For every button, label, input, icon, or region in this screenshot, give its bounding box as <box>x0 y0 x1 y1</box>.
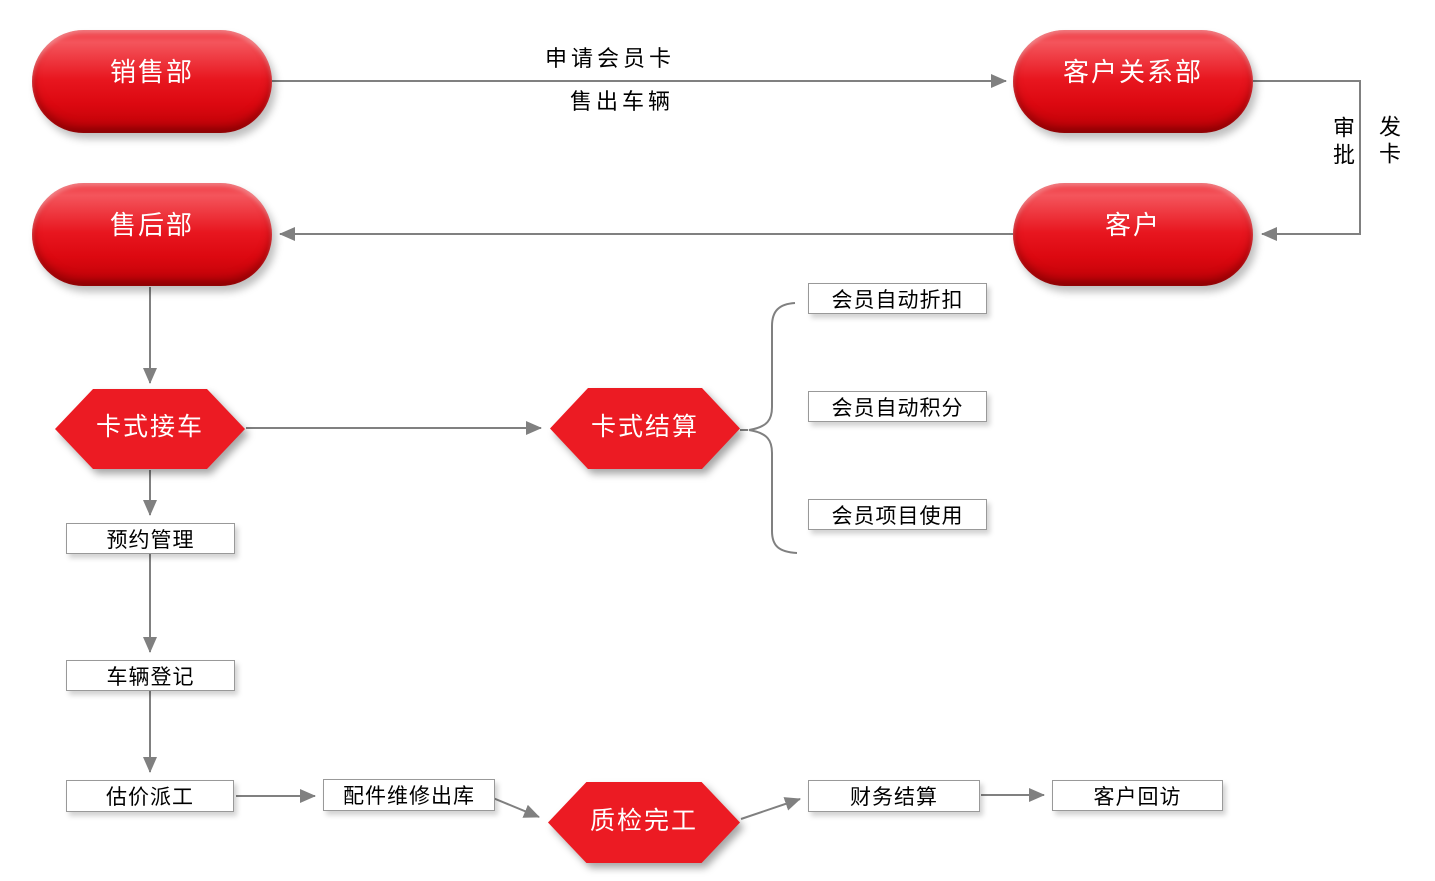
node-customer-label: 客户 <box>1104 211 1161 241</box>
node-card-settlement-shape: 卡式结算 <box>550 388 740 469</box>
node-card-reception-shape: 卡式接车 <box>55 389 245 469</box>
node-customer-followup: 客户回访 <box>1052 780 1223 811</box>
brace-card-settlement-benefits <box>748 302 798 554</box>
node-quality-check-done-label: 质检完工 <box>589 805 698 835</box>
edge-label-approve: 审批 <box>1329 116 1354 170</box>
edge-label-issue-card: 发卡 <box>1375 115 1400 169</box>
node-customer-relations-dept: 客户关系部 <box>1013 30 1253 133</box>
node-card-settlement: 卡式结算 <box>550 388 740 469</box>
node-customer: 客户 <box>1013 183 1253 286</box>
node-after-sales-dept: 售后部 <box>32 183 272 286</box>
connector-customer-relations-to-customer <box>1253 80 1361 241</box>
node-after-sales-dept-label: 售后部 <box>109 211 194 241</box>
node-member-auto-points: 会员自动积分 <box>808 391 987 422</box>
node-customer-relations-dept-label: 客户关系部 <box>1062 58 1203 88</box>
node-member-auto-discount: 会员自动折扣 <box>808 283 987 314</box>
node-financial-settlement-label: 财务结算 <box>850 785 938 809</box>
node-card-reception-label: 卡式接车 <box>95 412 204 441</box>
edge-label-apply-member-card: 申请会员卡 <box>544 47 676 72</box>
edge-label-sell-vehicle: 售出车辆 <box>569 90 675 115</box>
node-appointment-management-label: 预约管理 <box>106 527 195 552</box>
node-vehicle-registration-label: 车辆登记 <box>106 664 195 689</box>
node-quality-check-done: 质检完工 <box>548 782 740 863</box>
node-member-item-usage-label: 会员项目使用 <box>831 503 964 528</box>
node-financial-settlement: 财务结算 <box>808 780 980 812</box>
node-card-reception: 卡式接车 <box>55 389 245 469</box>
node-customer-followup-label: 客户回访 <box>1093 784 1182 809</box>
node-quality-check-done-shape: 质检完工 <box>548 782 740 863</box>
node-card-settlement-label: 卡式结算 <box>590 411 699 441</box>
node-member-auto-points-label: 会员自动积分 <box>831 395 964 420</box>
node-parts-repair-outbound: 配件维修出库 <box>323 779 495 811</box>
node-sales-dept-label: 销售部 <box>109 58 194 88</box>
node-estimate-dispatch: 估价派工 <box>66 780 234 812</box>
node-member-auto-discount-label: 会员自动折扣 <box>831 287 964 312</box>
node-appointment-management: 预约管理 <box>66 523 235 554</box>
node-sales-dept: 销售部 <box>32 30 272 133</box>
node-parts-repair-outbound-label: 配件维修出库 <box>343 784 475 808</box>
connector-quality-check-to-financial <box>740 797 801 820</box>
connector-parts-outbound-to-quality-check <box>492 797 540 818</box>
node-estimate-dispatch-label: 估价派工 <box>106 785 194 809</box>
node-vehicle-registration: 车辆登记 <box>66 660 235 691</box>
node-member-item-usage: 会员项目使用 <box>808 499 987 530</box>
